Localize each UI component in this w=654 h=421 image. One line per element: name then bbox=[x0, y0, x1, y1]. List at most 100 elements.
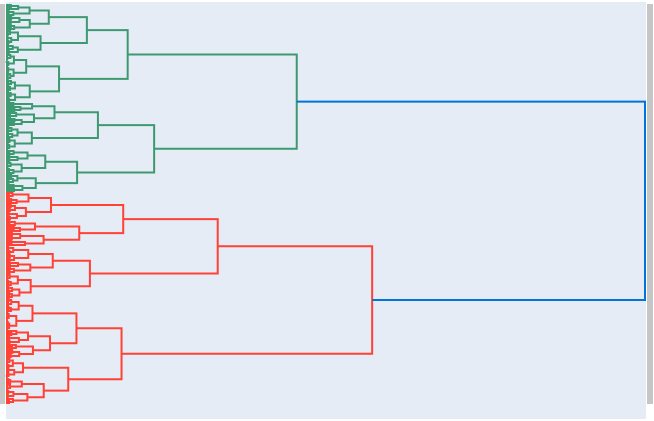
dendrogram-link bbox=[9, 275, 19, 285]
dendrogram-link bbox=[6, 50, 10, 54]
dendrogram-link bbox=[8, 68, 15, 77]
dendrogram-link bbox=[6, 212, 10, 216]
dendrogram-link bbox=[6, 246, 10, 250]
leaf-ticks bbox=[0, 4, 653, 404]
dendrogram-link bbox=[6, 158, 11, 162]
dendrogram-link bbox=[12, 362, 24, 374]
dendrogram-link bbox=[9, 139, 16, 148]
dendrogram-link bbox=[6, 92, 12, 97]
dendrogram-link bbox=[21, 383, 45, 399]
dendrogram-link bbox=[9, 81, 16, 90]
dendrogram-link bbox=[6, 194, 10, 198]
cluster-a-links bbox=[5, 4, 298, 192]
dendrogram-link bbox=[17, 177, 37, 189]
dendrogram-link bbox=[6, 208, 11, 212]
dendrogram-link bbox=[6, 236, 13, 240]
dendrogram-link bbox=[16, 304, 34, 322]
dendrogram-link bbox=[6, 10, 10, 14]
dendrogram-link bbox=[6, 398, 14, 403]
dendrogram-link bbox=[6, 66, 9, 70]
dendrogram-link bbox=[6, 378, 10, 382]
dendrogram-link bbox=[6, 292, 11, 296]
dendrogram-link bbox=[6, 114, 11, 118]
dendrogram-link bbox=[6, 346, 13, 350]
dendrogram-link bbox=[6, 204, 12, 208]
dendrogram-link bbox=[6, 164, 9, 168]
dendrogram-link bbox=[6, 358, 11, 363]
dendrogram-link bbox=[6, 126, 10, 130]
dendrogram-link bbox=[6, 221, 16, 226]
dendrogram-link bbox=[14, 19, 31, 29]
dendrogram-link bbox=[296, 100, 646, 302]
dendrogram-link bbox=[14, 84, 31, 99]
dendrogram-link bbox=[20, 235, 45, 245]
dendrogram-link bbox=[6, 4, 12, 8]
dendrogram-link bbox=[6, 240, 13, 244]
dendrogram-link bbox=[6, 302, 10, 306]
dendrogram-link bbox=[6, 144, 11, 149]
dendrogram-link bbox=[6, 94, 10, 98]
dendrogram-link bbox=[6, 16, 13, 20]
dendrogram-link bbox=[7, 391, 15, 397]
dendrogram-link bbox=[6, 88, 10, 92]
dendrogram-link bbox=[6, 354, 12, 358]
dendrogram-link bbox=[6, 118, 16, 122]
dendrogram-link bbox=[6, 180, 10, 184]
dendrogram-link bbox=[6, 188, 16, 192]
dendrogram-link bbox=[6, 44, 10, 48]
dendrogram-link bbox=[6, 293, 13, 298]
dendrogram-link bbox=[6, 390, 10, 394]
dendrogram-link bbox=[9, 337, 20, 343]
dendrogram-link bbox=[11, 233, 22, 239]
root-links bbox=[296, 100, 646, 302]
dendrogram-link bbox=[6, 286, 10, 290]
dendrogram-link bbox=[6, 336, 11, 340]
dendrogram-link bbox=[9, 93, 17, 101]
dendrogram-link bbox=[6, 25, 16, 30]
dendrogram-link bbox=[10, 163, 23, 173]
dendrogram-link bbox=[6, 146, 9, 150]
dendrogram-link bbox=[6, 32, 9, 36]
dendrogram-link bbox=[6, 400, 10, 404]
dendrogram-link bbox=[6, 270, 11, 274]
dendrogram-link bbox=[31, 111, 99, 139]
dendrogram-link bbox=[6, 152, 11, 156]
dendrogram-link bbox=[11, 175, 19, 182]
dendrogram-link bbox=[6, 102, 15, 106]
dendrogram-link bbox=[12, 393, 29, 402]
dendrogram-link bbox=[6, 227, 21, 232]
dendrogram-link bbox=[6, 394, 9, 398]
dendrogram-link bbox=[6, 254, 11, 258]
dendrogram-link bbox=[6, 72, 9, 76]
dendrogram-link bbox=[6, 140, 9, 144]
dendrogram-link bbox=[6, 106, 22, 111]
dendrogram-link bbox=[5, 374, 8, 378]
dendrogram-link bbox=[6, 344, 17, 349]
dendrogram-link bbox=[6, 340, 11, 344]
dendrogram-link bbox=[6, 298, 10, 302]
dendrogram-link bbox=[6, 307, 12, 312]
dendrogram-link bbox=[8, 46, 19, 53]
dendrogram-link bbox=[50, 204, 125, 235]
dendrogram-link bbox=[6, 198, 13, 202]
dendrogram-link bbox=[6, 258, 11, 262]
dendrogram-link bbox=[9, 205, 16, 211]
dendrogram-link bbox=[6, 178, 14, 183]
dendrogram-link bbox=[6, 280, 10, 284]
dendrogram-link bbox=[6, 379, 12, 384]
dendrogram-link bbox=[13, 59, 28, 74]
dendrogram-link bbox=[6, 138, 11, 143]
dendrogram-link bbox=[6, 56, 9, 60]
dendrogram-link bbox=[6, 184, 15, 188]
plot-background bbox=[6, 2, 646, 419]
dendrogram-link bbox=[77, 124, 156, 174]
dendrogram-link bbox=[7, 322, 11, 329]
dendrogram-link bbox=[13, 119, 23, 125]
dendrogram-link bbox=[6, 226, 15, 230]
dendrogram-link bbox=[6, 150, 15, 155]
dendrogram-link bbox=[6, 132, 10, 136]
dendrogram-link bbox=[6, 98, 11, 102]
dendrogram-link bbox=[6, 326, 9, 330]
dendrogram-link bbox=[6, 112, 18, 117]
dendrogram-link bbox=[6, 169, 15, 174]
